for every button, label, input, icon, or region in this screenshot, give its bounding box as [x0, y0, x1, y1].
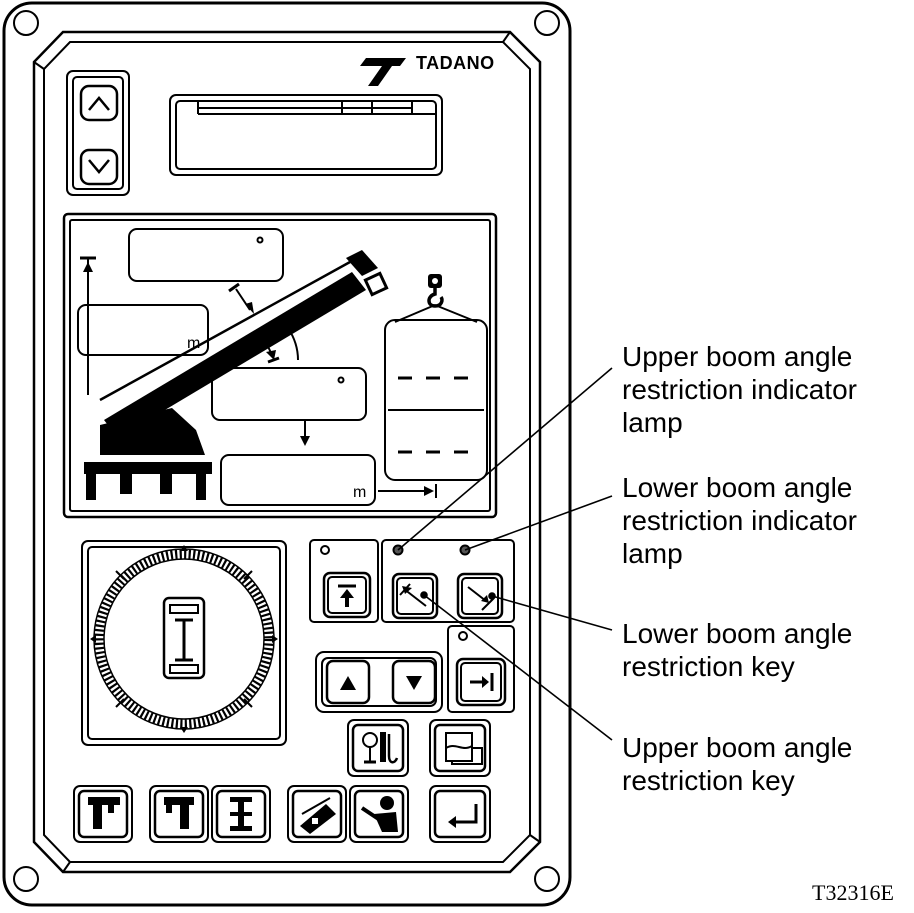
angle-arrows: [228, 282, 437, 498]
message-display: [169, 94, 443, 176]
operator-icon: [360, 796, 398, 832]
boom-mode-key[interactable]: [287, 785, 347, 843]
outrigger-full-key[interactable]: [73, 785, 133, 843]
triangle-up-icon: [340, 676, 356, 690]
boom-length-unit: m: [187, 335, 201, 352]
enter-key[interactable]: [429, 785, 491, 843]
crane-icon: [80, 250, 389, 500]
outrigger-icon: [88, 797, 120, 829]
load-gauge: [384, 304, 488, 481]
overhoist-icon: [338, 584, 356, 607]
overhoist-section: [309, 539, 379, 623]
upper-lamp-callout: Upper boom angle restriction indicator l…: [622, 341, 857, 438]
working-radius-unit: m: [353, 484, 367, 501]
slewing-indicator: [81, 540, 287, 746]
up-arrow-icon: [88, 96, 110, 111]
triangle-down-icon: [406, 676, 422, 690]
down-arrow-icon: [88, 159, 110, 174]
boom-mode-icon: [300, 797, 336, 834]
upper-angle-icon: [399, 583, 427, 607]
outrigger-mid-key[interactable]: [149, 785, 209, 843]
up-key[interactable]: [79, 84, 119, 122]
hook-icon: [427, 274, 444, 308]
adjust-key-group: [315, 651, 443, 713]
lower-lamp-callout: Lower boom angle restriction indicator l…: [622, 472, 857, 569]
winch-icon: [362, 732, 399, 764]
set-key[interactable]: [455, 657, 507, 707]
lower-angle-icon: [467, 586, 495, 611]
callout-leaders: [397, 367, 613, 741]
upper-angle-restriction-key[interactable]: [391, 572, 439, 620]
outrigger-min-icon: [230, 797, 252, 831]
winch-key[interactable]: [347, 719, 409, 777]
tadano-logo: [360, 58, 406, 86]
triangle-up-key[interactable]: [325, 659, 371, 705]
lower-angle-readout: [211, 367, 367, 421]
outrigger-min-key[interactable]: [211, 785, 271, 843]
down-key[interactable]: [79, 148, 119, 186]
memo-key[interactable]: [429, 719, 491, 777]
upper-key-callout: Upper boom angle restriction key: [622, 732, 853, 796]
figure-code: T32316E: [812, 880, 894, 905]
angle-restriction-section: [381, 539, 515, 623]
enter-icon: [448, 804, 478, 828]
scroll-key-group: [66, 70, 130, 196]
outrigger-mid-icon: [164, 797, 194, 829]
brand-name: TADANO: [416, 53, 495, 73]
load-display-panel: [62, 212, 498, 519]
panel-housing: [2, 1, 572, 907]
boom-length-readout: [77, 304, 209, 356]
set-key-section: [447, 625, 515, 713]
upper-angle-readout: [128, 228, 284, 282]
lower-angle-restriction-key[interactable]: [456, 572, 504, 620]
operator-key[interactable]: [349, 785, 409, 843]
bottom-key-row: [73, 785, 491, 843]
lower-key-callout: Lower boom angle restriction key: [622, 618, 853, 682]
working-radius-readout: [220, 454, 376, 506]
set-icon: [470, 673, 494, 691]
memo-icon: [445, 732, 483, 765]
overhoist-key[interactable]: [322, 571, 372, 619]
carrier-icon: [162, 596, 206, 680]
triangle-down-key[interactable]: [391, 659, 437, 705]
